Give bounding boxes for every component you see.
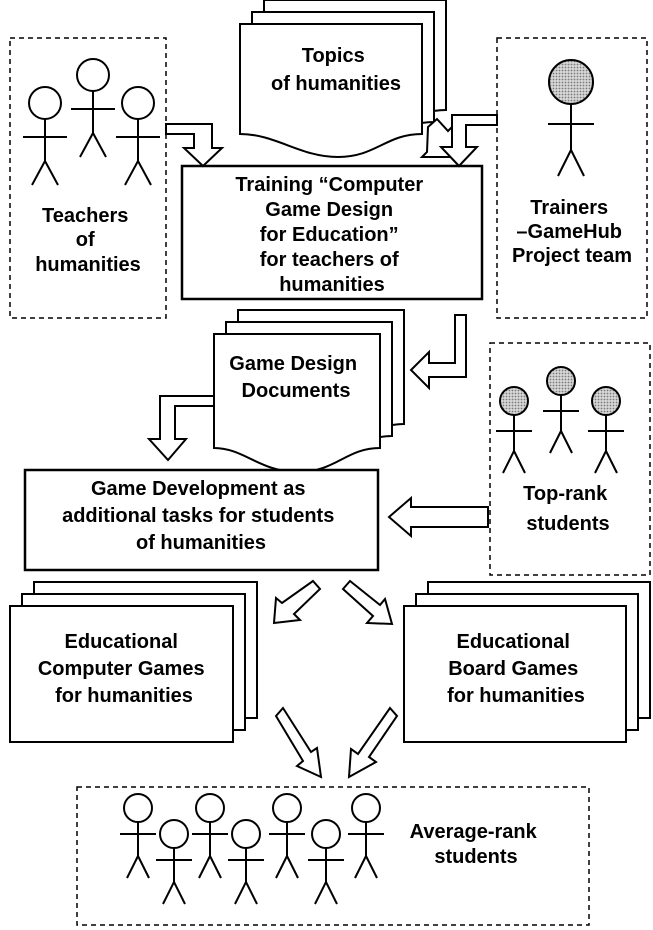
- topics-document-stack: Topics of humanities: [239, 0, 447, 159]
- avg-student-figure-1: [119, 793, 157, 879]
- avg-student-figure-6: [307, 819, 345, 905]
- arrow-gdd-to-game-dev: [146, 395, 215, 462]
- board-games-page-front: [403, 605, 627, 743]
- board-games-label: Educational Board Games for humanities: [447, 631, 585, 707]
- computer-games-page-front: [9, 605, 234, 743]
- game-dev-box: [23, 468, 380, 572]
- top-student-figure-center: [542, 366, 580, 454]
- teachers-label: Teachers of humanities: [35, 205, 141, 276]
- arrow-board-games-to-avg-students: [347, 706, 399, 779]
- trainers-group: Trainers –GameHub Project team: [496, 37, 648, 319]
- gdd-document-stack: Game Design Documents: [213, 309, 405, 474]
- trainer-figure: [548, 59, 594, 177]
- board-games-stack: Educational Board Games for humanities: [403, 581, 651, 743]
- arrow-training-to-gdd: [409, 314, 467, 391]
- arrow-computer-games-to-avg-students: [274, 706, 323, 779]
- teachers-dashed-box: [9, 37, 167, 319]
- teacher-figure-left: [22, 86, 68, 186]
- avg-student-figure-3: [191, 793, 229, 879]
- avg-students-group: Average-rank students: [76, 786, 590, 926]
- topics-label: Topics of humanities: [271, 45, 401, 95]
- top-students-group: Top-rank students: [489, 342, 651, 576]
- top-student-figure-left: [495, 386, 533, 474]
- topics-page-front: [239, 23, 423, 159]
- game-dev-label: Game Development as additional tasks for…: [62, 478, 340, 554]
- training-box-group: Training “Computer Game Design for Educa…: [180, 164, 484, 301]
- teacher-figure-center: [70, 58, 116, 158]
- teachers-group: Teachers of humanities: [9, 37, 167, 319]
- avg-student-figure-7: [347, 793, 385, 879]
- avg-student-figure-2: [155, 819, 193, 905]
- top-students-dashed-box: [489, 342, 651, 576]
- training-box: [180, 164, 484, 301]
- teacher-figure-right: [115, 86, 161, 186]
- training-label: Training “Computer Game Design for Educa…: [235, 174, 428, 296]
- arrow-game-dev-to-computer-games: [272, 579, 322, 625]
- gdd-label: Game Design Documents: [229, 353, 362, 402]
- trainers-label: Trainers –GameHub Project team: [512, 197, 632, 267]
- arrow-trainers-to-training: [438, 114, 498, 168]
- arrow-teachers-to-training: [165, 123, 225, 168]
- avg-students-label: Average-rank students: [410, 821, 543, 868]
- top-students-label: Top-rank students: [523, 483, 613, 535]
- game-dev-box-group: Game Development as additional tasks for…: [23, 468, 380, 572]
- computer-games-label: Educational Computer Games for humanitie…: [38, 631, 210, 707]
- trainers-dashed-box: [496, 37, 648, 319]
- avg-student-figure-5: [268, 793, 306, 879]
- arrow-game-dev-to-board-games: [341, 579, 394, 626]
- top-student-figure-right: [587, 386, 625, 474]
- computer-games-stack: Educational Computer Games for humanitie…: [9, 581, 258, 743]
- avg-students-dashed-box: [76, 786, 590, 926]
- avg-student-figure-4: [227, 819, 265, 905]
- arrow-top-students-to-game-dev: [387, 495, 489, 539]
